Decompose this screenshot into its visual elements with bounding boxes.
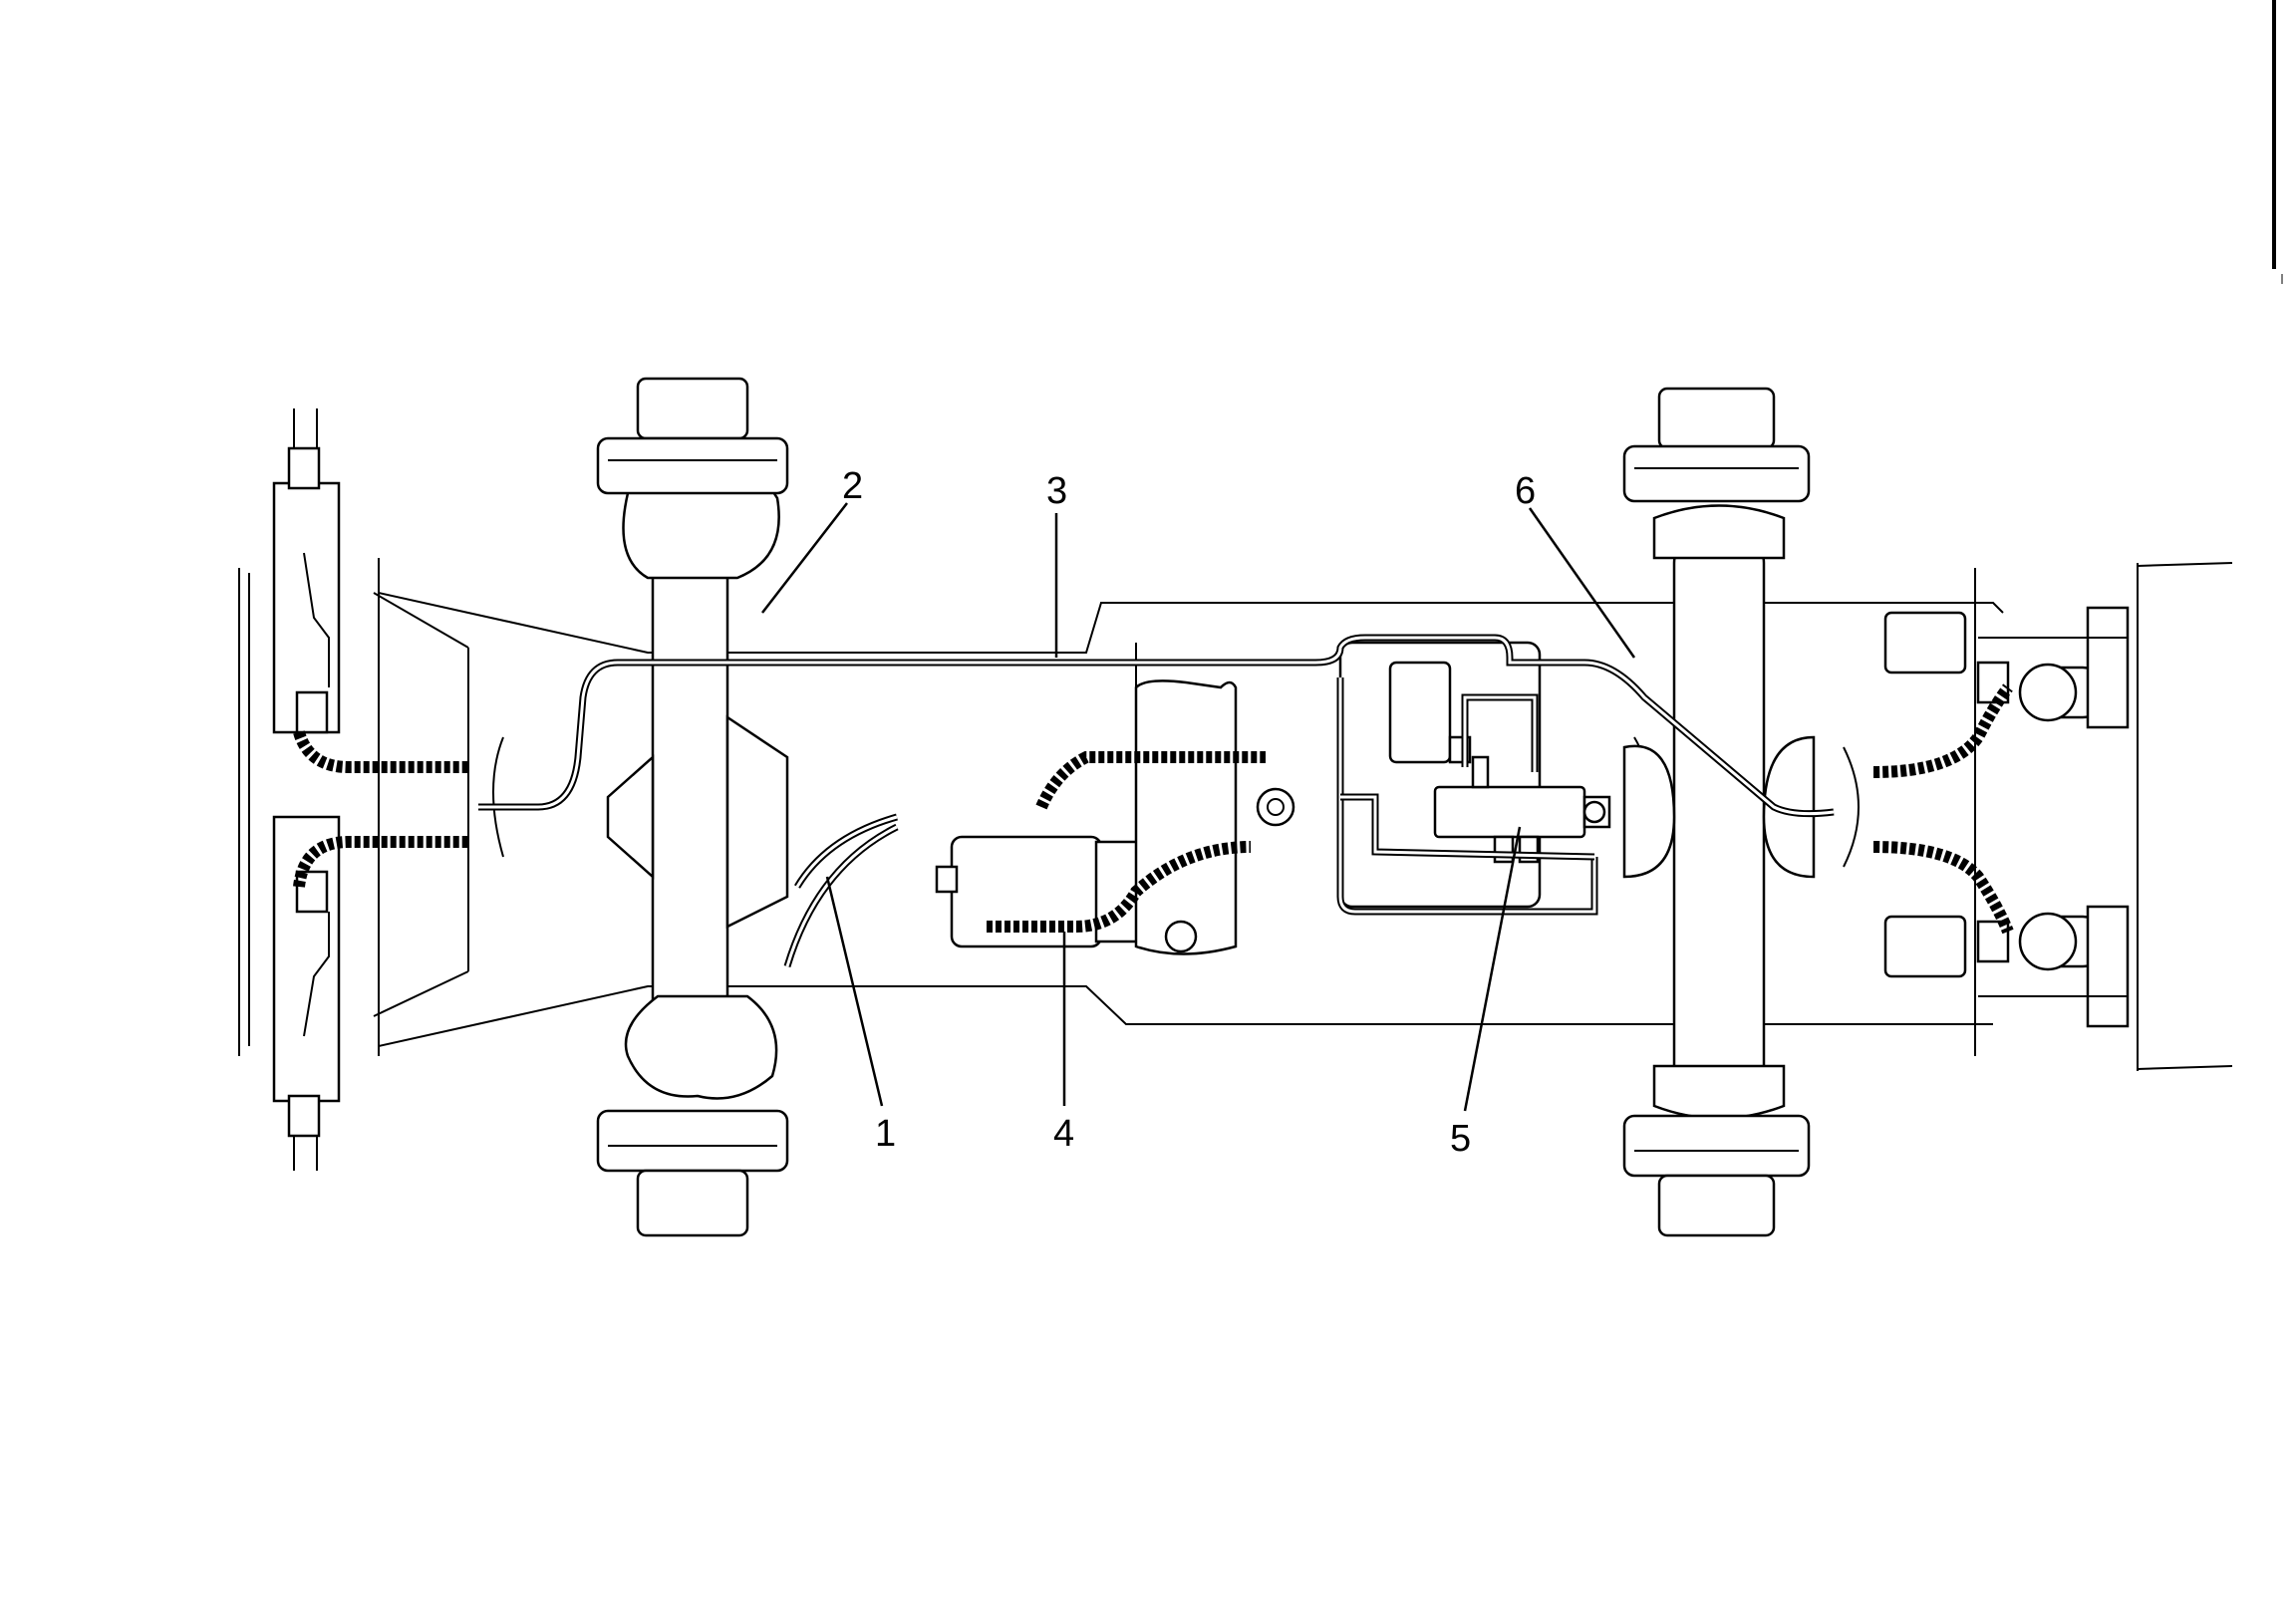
left-steering-assembly [238, 408, 341, 1171]
callout-1: 1 [825, 876, 896, 1155]
rear-wheel-top [1622, 387, 1811, 503]
rear-axle [1622, 504, 1816, 1120]
front-axle [606, 464, 789, 1100]
main-pressure-line [478, 634, 1835, 818]
callout-3-label: 3 [1046, 470, 1067, 512]
front-wheel-top [596, 377, 789, 495]
callout-6-label: 6 [1515, 470, 1536, 512]
hydraulic-tank [1134, 679, 1295, 955]
front-wheel-bottom [596, 1109, 789, 1237]
steering-hoses-rear [1872, 683, 2014, 935]
return-line [1336, 677, 1598, 916]
brake-hose [783, 813, 899, 968]
callout-3: 3 [1046, 470, 1067, 658]
callout-6: 6 [1515, 470, 1636, 659]
steering-hoses-front [293, 730, 468, 888]
rear-wheel-bottom [1622, 1114, 1811, 1237]
callout-4-label: 4 [1053, 1113, 1074, 1155]
pump-suction-hose [987, 841, 1252, 933]
callout-2-label: 2 [842, 465, 863, 507]
callout-1-label: 1 [875, 1113, 896, 1155]
callout-5-label: 5 [1450, 1118, 1471, 1160]
page-edge-marks [2272, 0, 2283, 284]
control-valve-block [1338, 641, 1611, 909]
callout-5: 5 [1450, 826, 1522, 1160]
pump-pressure-hose [1035, 751, 1266, 810]
right-hitch-assembly [1883, 562, 2233, 1071]
callout-2: 2 [761, 465, 863, 614]
callout-4: 4 [1053, 932, 1074, 1155]
